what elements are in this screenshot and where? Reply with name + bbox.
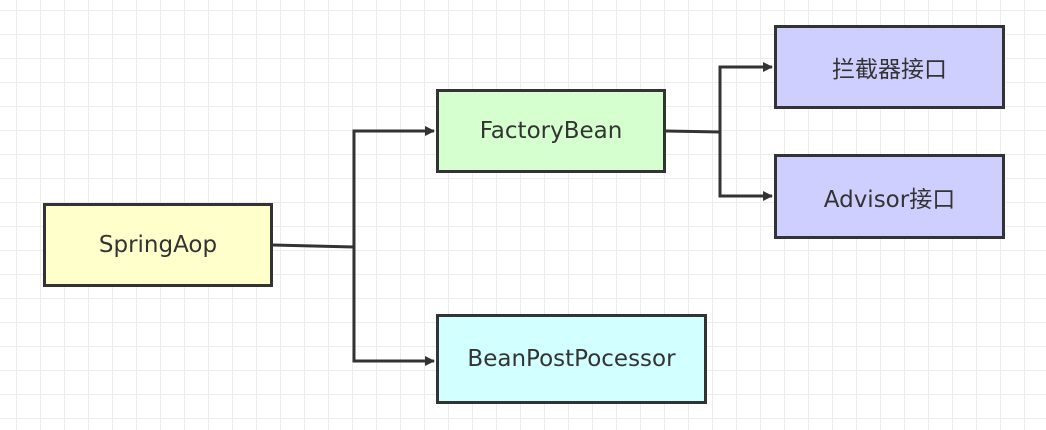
edge-to-interceptor-interface	[718, 62, 773, 132]
node-interceptor-interface-label: 拦截器接口	[832, 57, 947, 83]
node-springaop-label: SpringAop	[98, 232, 218, 258]
edge-factorybean-to-junction	[665, 129, 721, 134]
node-factorybean[interactable]: FactoryBean	[436, 89, 666, 173]
node-advisor-interface[interactable]: Advisor接口	[774, 154, 1005, 239]
node-beanpostprocessor-label: BeanPostPocessor	[467, 346, 676, 372]
edge-to-beanpostprocessor	[352, 247, 435, 366]
node-springaop[interactable]: SpringAop	[43, 203, 273, 287]
node-interceptor-interface[interactable]: 拦截器接口	[774, 25, 1005, 109]
edge-springaop-to-junction	[272, 243, 355, 249]
edge-to-advisor-interface	[718, 132, 773, 201]
node-advisor-interface-label: Advisor接口	[823, 186, 956, 213]
node-beanpostprocessor[interactable]: BeanPostPocessor	[436, 314, 707, 404]
node-factorybean-label: FactoryBean	[479, 118, 623, 144]
edge-to-factorybean	[352, 126, 435, 247]
